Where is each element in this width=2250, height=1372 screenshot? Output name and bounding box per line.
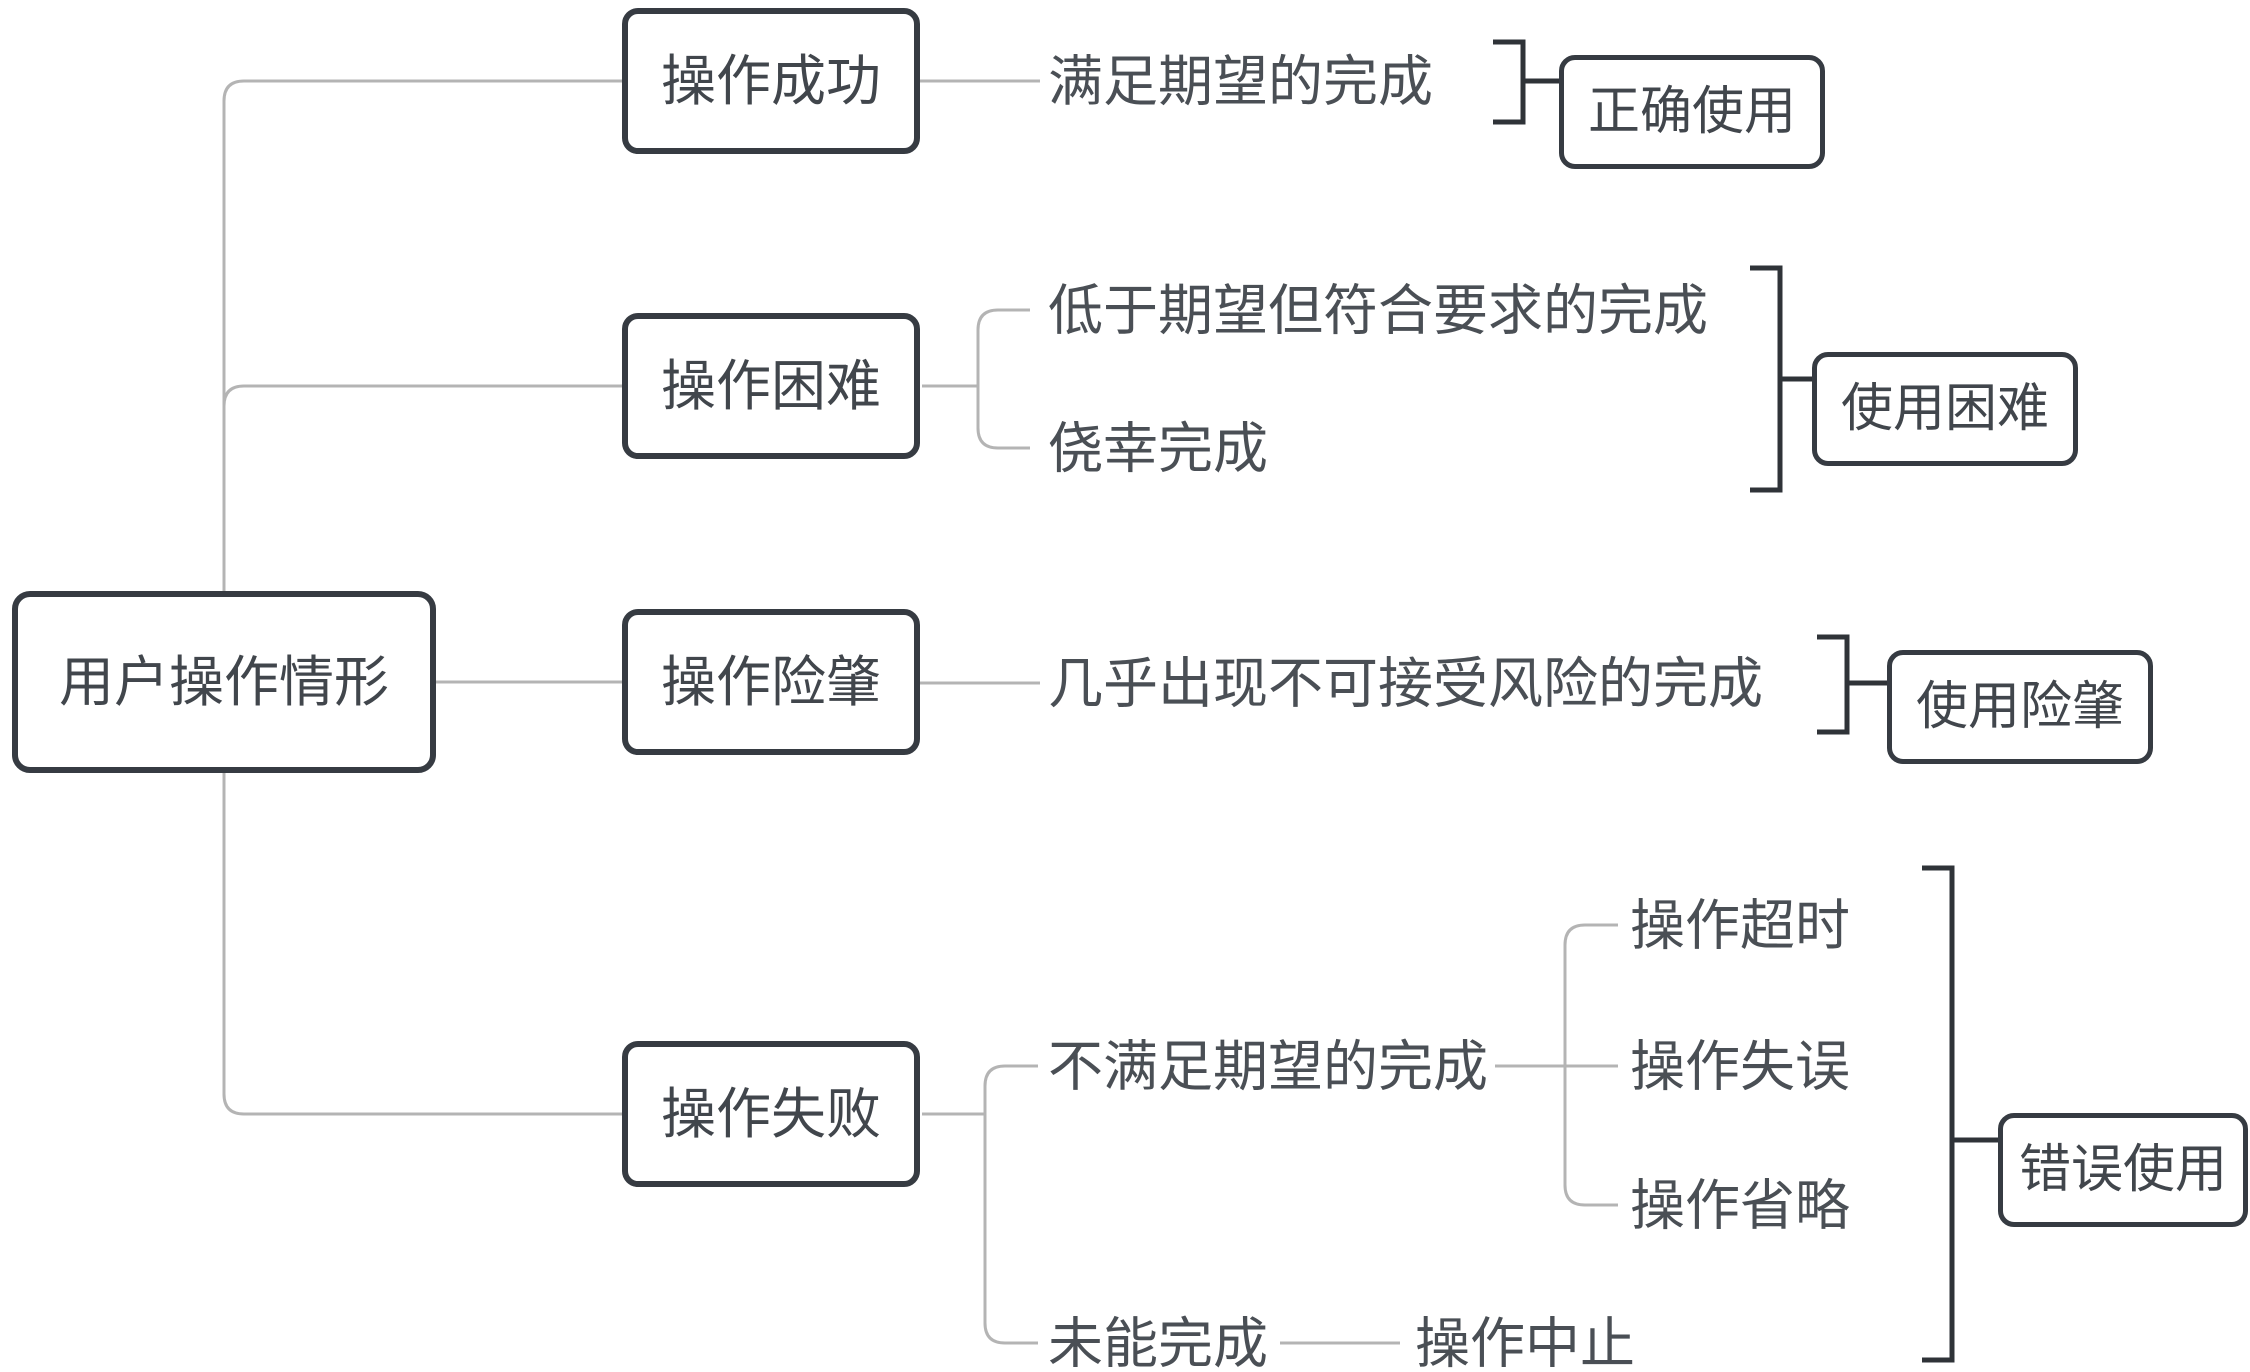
connector-difficulty-fork [976,308,1030,450]
node-root-user-operation: 用户操作情形 [12,591,436,773]
node-erroneous-use: 错误使用 [1998,1113,2248,1227]
label-below-expectation-completion: 低于期望但符合要求的完成 [1048,279,1709,342]
label-failed-to-complete: 未能完成 [1048,1312,1269,1372]
label-unmet-expectation-completion: 不满足期望的完成 [1048,1035,1489,1098]
node-correct-use: 正确使用 [1559,55,1825,169]
label-operation-omission: 操作省略 [1630,1174,1851,1237]
bracket-use-nearmiss [1817,634,1850,735]
label-expected-completion: 满足期望的完成 [1048,50,1434,113]
node-use-difficulty: 使用困难 [1812,352,2078,466]
bracket-erroneous-use [1922,865,1955,1363]
label-operation-timeout: 操作超时 [1630,894,1851,957]
bracket-correct-use [1493,39,1526,125]
label-lucky-completion: 侥幸完成 [1048,417,1269,480]
node-operation-success: 操作成功 [622,8,920,154]
connector-subfork [1563,923,1618,1207]
node-operation-failure: 操作失败 [622,1041,920,1187]
label-operation-abort: 操作中止 [1415,1312,1636,1372]
node-use-nearmiss: 使用险肇 [1887,650,2153,764]
connector-failure-fork [983,1064,1038,1345]
label-unacceptable-risk-completion: 几乎出现不可接受风险的完成 [1048,652,1764,715]
node-operation-difficulty: 操作困难 [622,313,920,459]
node-operation-nearmiss: 操作险肇 [622,609,920,755]
connector-root-to-difficulty [222,384,622,407]
label-operation-mistake: 操作失误 [1630,1035,1851,1098]
connector-root-to-success [222,79,622,591]
bracket-use-difficulty [1750,265,1783,493]
connector-root-to-failure [222,773,622,1116]
